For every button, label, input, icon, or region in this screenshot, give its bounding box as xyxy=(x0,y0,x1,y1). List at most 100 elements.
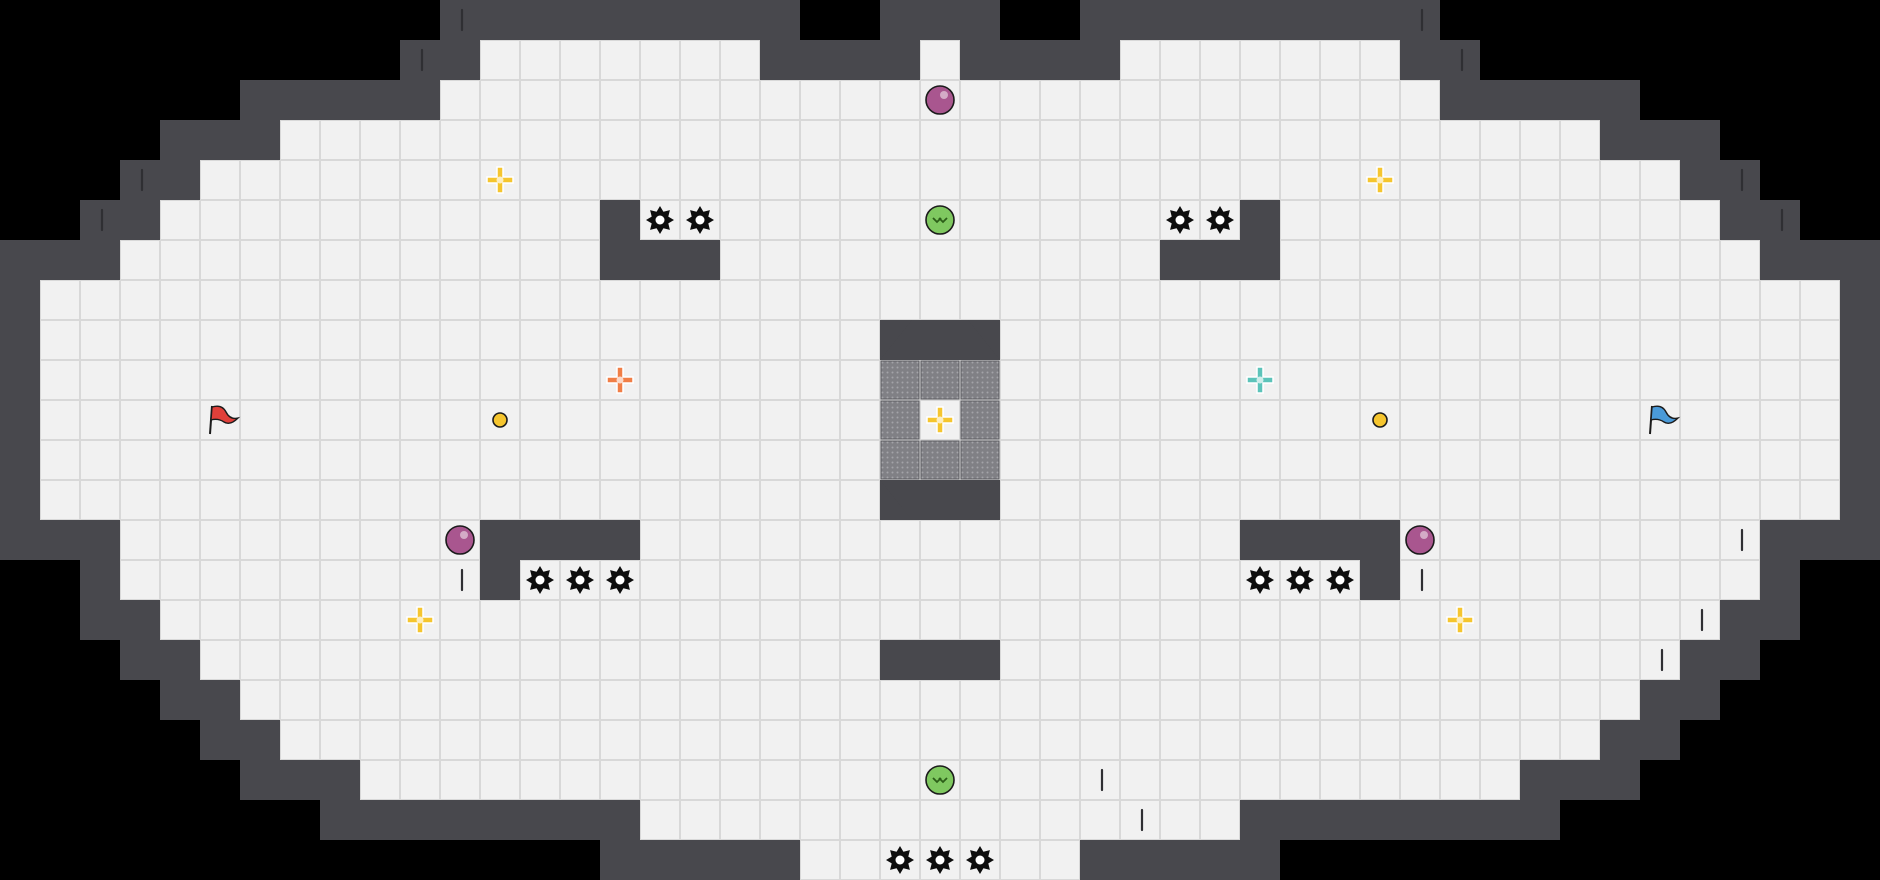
floor-tile xyxy=(680,520,720,560)
wall-tile xyxy=(160,120,200,160)
floor-tile xyxy=(1400,600,1440,640)
floor-tile xyxy=(120,400,160,440)
floor-tile xyxy=(960,680,1000,720)
floor-tile xyxy=(1080,400,1120,440)
floor-tile xyxy=(1200,40,1240,80)
floor-tile xyxy=(1440,520,1480,560)
floor-tile xyxy=(160,320,200,360)
floor-tile xyxy=(600,80,640,120)
floor-tile xyxy=(1040,120,1080,160)
spike-hazard xyxy=(646,206,674,234)
floor-tile xyxy=(1320,320,1360,360)
floor-tile xyxy=(240,240,280,280)
floor-tile xyxy=(1000,200,1040,240)
floor-tile xyxy=(1200,720,1240,760)
floor-tile xyxy=(1120,560,1160,600)
floor-tile xyxy=(320,320,360,360)
floor-tile xyxy=(1440,240,1480,280)
powerup-blue-team-boost xyxy=(1246,366,1274,394)
floor-tile xyxy=(1520,640,1560,680)
wall-tile xyxy=(80,520,120,560)
wall-tile xyxy=(0,400,40,440)
floor-tile xyxy=(720,400,760,440)
wall-tile xyxy=(600,0,640,40)
floor-tile xyxy=(1080,560,1120,600)
floor-tile xyxy=(1320,360,1360,400)
spike-hazard xyxy=(566,566,594,594)
floor-tile xyxy=(560,640,600,680)
floor-tile xyxy=(1040,200,1080,240)
floor-tile xyxy=(1040,320,1080,360)
floor-tile xyxy=(1400,200,1440,240)
floor-tile xyxy=(1800,480,1840,520)
floor-tile xyxy=(840,80,880,120)
wall-tile xyxy=(800,40,840,80)
floor-tile xyxy=(400,320,440,360)
floor-tile xyxy=(1200,80,1240,120)
wall-tile xyxy=(920,640,960,680)
floor-tile xyxy=(400,160,440,200)
floor-tile xyxy=(960,80,1000,120)
floor-tile xyxy=(1360,240,1400,280)
floor-tile xyxy=(1520,120,1560,160)
floor-tile xyxy=(440,320,480,360)
floor-tile xyxy=(1560,640,1600,680)
floor-tile xyxy=(840,720,880,760)
floor-tile xyxy=(1400,560,1440,600)
floor-tile xyxy=(240,640,280,680)
floor-tile xyxy=(160,400,200,440)
floor-tile xyxy=(640,160,680,200)
floor-tile xyxy=(1600,520,1640,560)
floor-tile xyxy=(520,640,560,680)
floor-tile xyxy=(520,280,560,320)
wall-tile xyxy=(0,520,40,560)
wall-tile xyxy=(240,80,280,120)
floor-tile xyxy=(1040,720,1080,760)
boost-top xyxy=(925,205,955,235)
floor-tile xyxy=(1560,240,1600,280)
floor-tile xyxy=(1200,640,1240,680)
floor-tile xyxy=(360,640,400,680)
floor-tile xyxy=(1280,720,1320,760)
floor-tile xyxy=(640,760,680,800)
floor-tile xyxy=(560,720,600,760)
floor-tile xyxy=(80,440,120,480)
wall-tile xyxy=(120,200,160,240)
floor-tile xyxy=(1560,200,1600,240)
floor-tile xyxy=(1400,720,1440,760)
floor-tile xyxy=(1400,760,1440,800)
floor-tile xyxy=(1680,520,1720,560)
wall-tile xyxy=(880,0,920,40)
floor-tile xyxy=(1520,320,1560,360)
floor-tile xyxy=(1720,440,1760,480)
floor-tile xyxy=(520,600,560,640)
wall-tile xyxy=(960,0,1000,40)
wall-tile xyxy=(880,640,920,680)
floor-tile xyxy=(1040,560,1080,600)
floor-tile xyxy=(1560,400,1600,440)
floor-tile xyxy=(120,360,160,400)
floor-tile xyxy=(880,200,920,240)
floor-tile xyxy=(720,760,760,800)
floor-tile xyxy=(720,80,760,120)
wall-tile xyxy=(280,760,320,800)
wall-tile xyxy=(1840,400,1880,440)
wall-tile xyxy=(120,600,160,640)
floor-tile xyxy=(400,520,440,560)
floor-tile xyxy=(480,600,520,640)
floor-tile xyxy=(1040,80,1080,120)
wall-tile xyxy=(1520,80,1560,120)
floor-tile xyxy=(760,680,800,720)
floor-tile xyxy=(280,400,320,440)
floor-tile xyxy=(1280,600,1320,640)
floor-tile xyxy=(1160,400,1200,440)
floor-tile xyxy=(1240,80,1280,120)
floor-tile xyxy=(1400,80,1440,120)
floor-tile xyxy=(840,560,880,600)
floor-tile xyxy=(960,800,1000,840)
floor-tile xyxy=(1440,680,1480,720)
floor-tile xyxy=(880,600,920,640)
floor-tile xyxy=(1200,480,1240,520)
floor-tile xyxy=(1120,480,1160,520)
wall-tile xyxy=(1360,0,1400,40)
